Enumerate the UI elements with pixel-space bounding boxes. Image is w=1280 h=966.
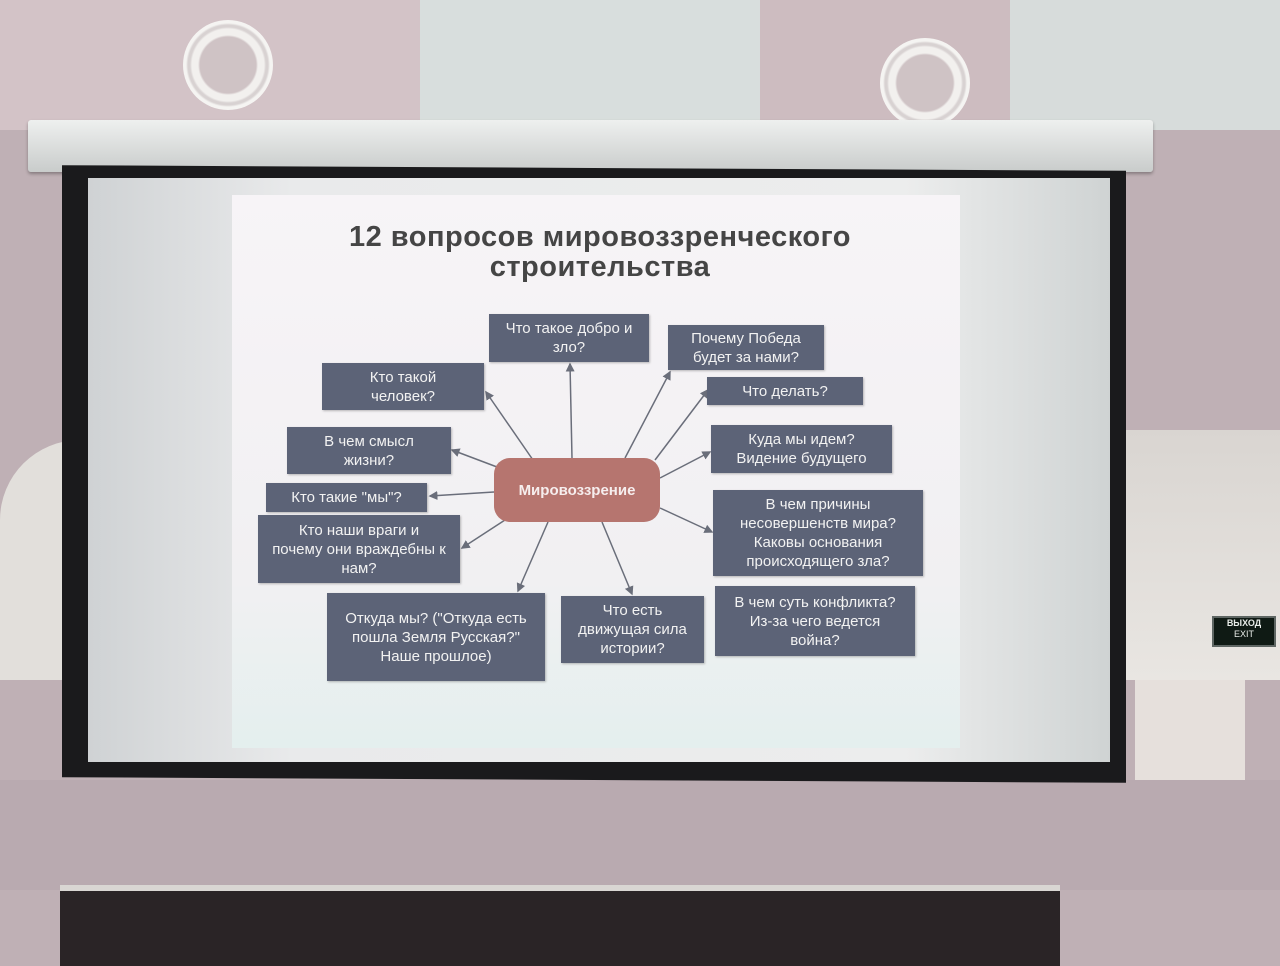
question-box: Что делать?	[707, 377, 863, 405]
question-box: Что такое добро и зло?	[489, 314, 649, 362]
wall-dark-band	[60, 885, 1060, 966]
slide-title-line-2: строительства	[489, 251, 711, 283]
projector-screen-housing	[28, 120, 1153, 172]
diagram-arrow	[565, 362, 575, 459]
wall-lower	[0, 780, 1280, 890]
slide-title: 12 вопросов мировоззренческого строитель…	[250, 222, 950, 282]
wall-rosette	[880, 38, 970, 128]
question-box: Кто такой человек?	[322, 363, 484, 410]
diagram-arrow	[428, 491, 495, 501]
center-node: Мировоззрение	[494, 458, 660, 522]
diagram-arrow	[654, 388, 709, 461]
question-box: Кто такие "мы"?	[266, 483, 427, 512]
question-box: Откуда мы? ("Откуда есть пошла Земля Рус…	[327, 593, 545, 681]
question-box: Почему Победа будет за нами?	[668, 325, 824, 370]
slide-title-line-1: 12 вопросов мировоззренческого	[348, 221, 852, 253]
diagram-arrow	[516, 521, 549, 593]
exit-sign: ВЫХОД EXIT	[1212, 616, 1276, 647]
question-box: В чем суть конфликта? Из-за чего ведется…	[715, 586, 915, 656]
question-box: Кто наши враги и почему они враждебны к …	[258, 515, 460, 583]
diagram-arrow	[624, 370, 671, 459]
diagram-arrow	[601, 521, 634, 596]
diagram-arrow	[460, 519, 506, 549]
question-box: В чем смысл жизни?	[287, 427, 451, 474]
question-box: Что есть движущая сила истории?	[561, 596, 704, 663]
question-box: Куда мы идем? Видение будущего	[711, 425, 892, 473]
question-box: В чем причины несовершенств мира? Каковы…	[713, 490, 923, 576]
exit-sign-ru: ВЫХОД	[1226, 618, 1262, 628]
diagram-arrow	[659, 451, 712, 479]
exit-sign-en: EXIT	[1233, 629, 1254, 639]
wall-rosette	[183, 20, 273, 110]
diagram-arrow	[659, 507, 714, 533]
diagram-arrow	[485, 390, 534, 461]
